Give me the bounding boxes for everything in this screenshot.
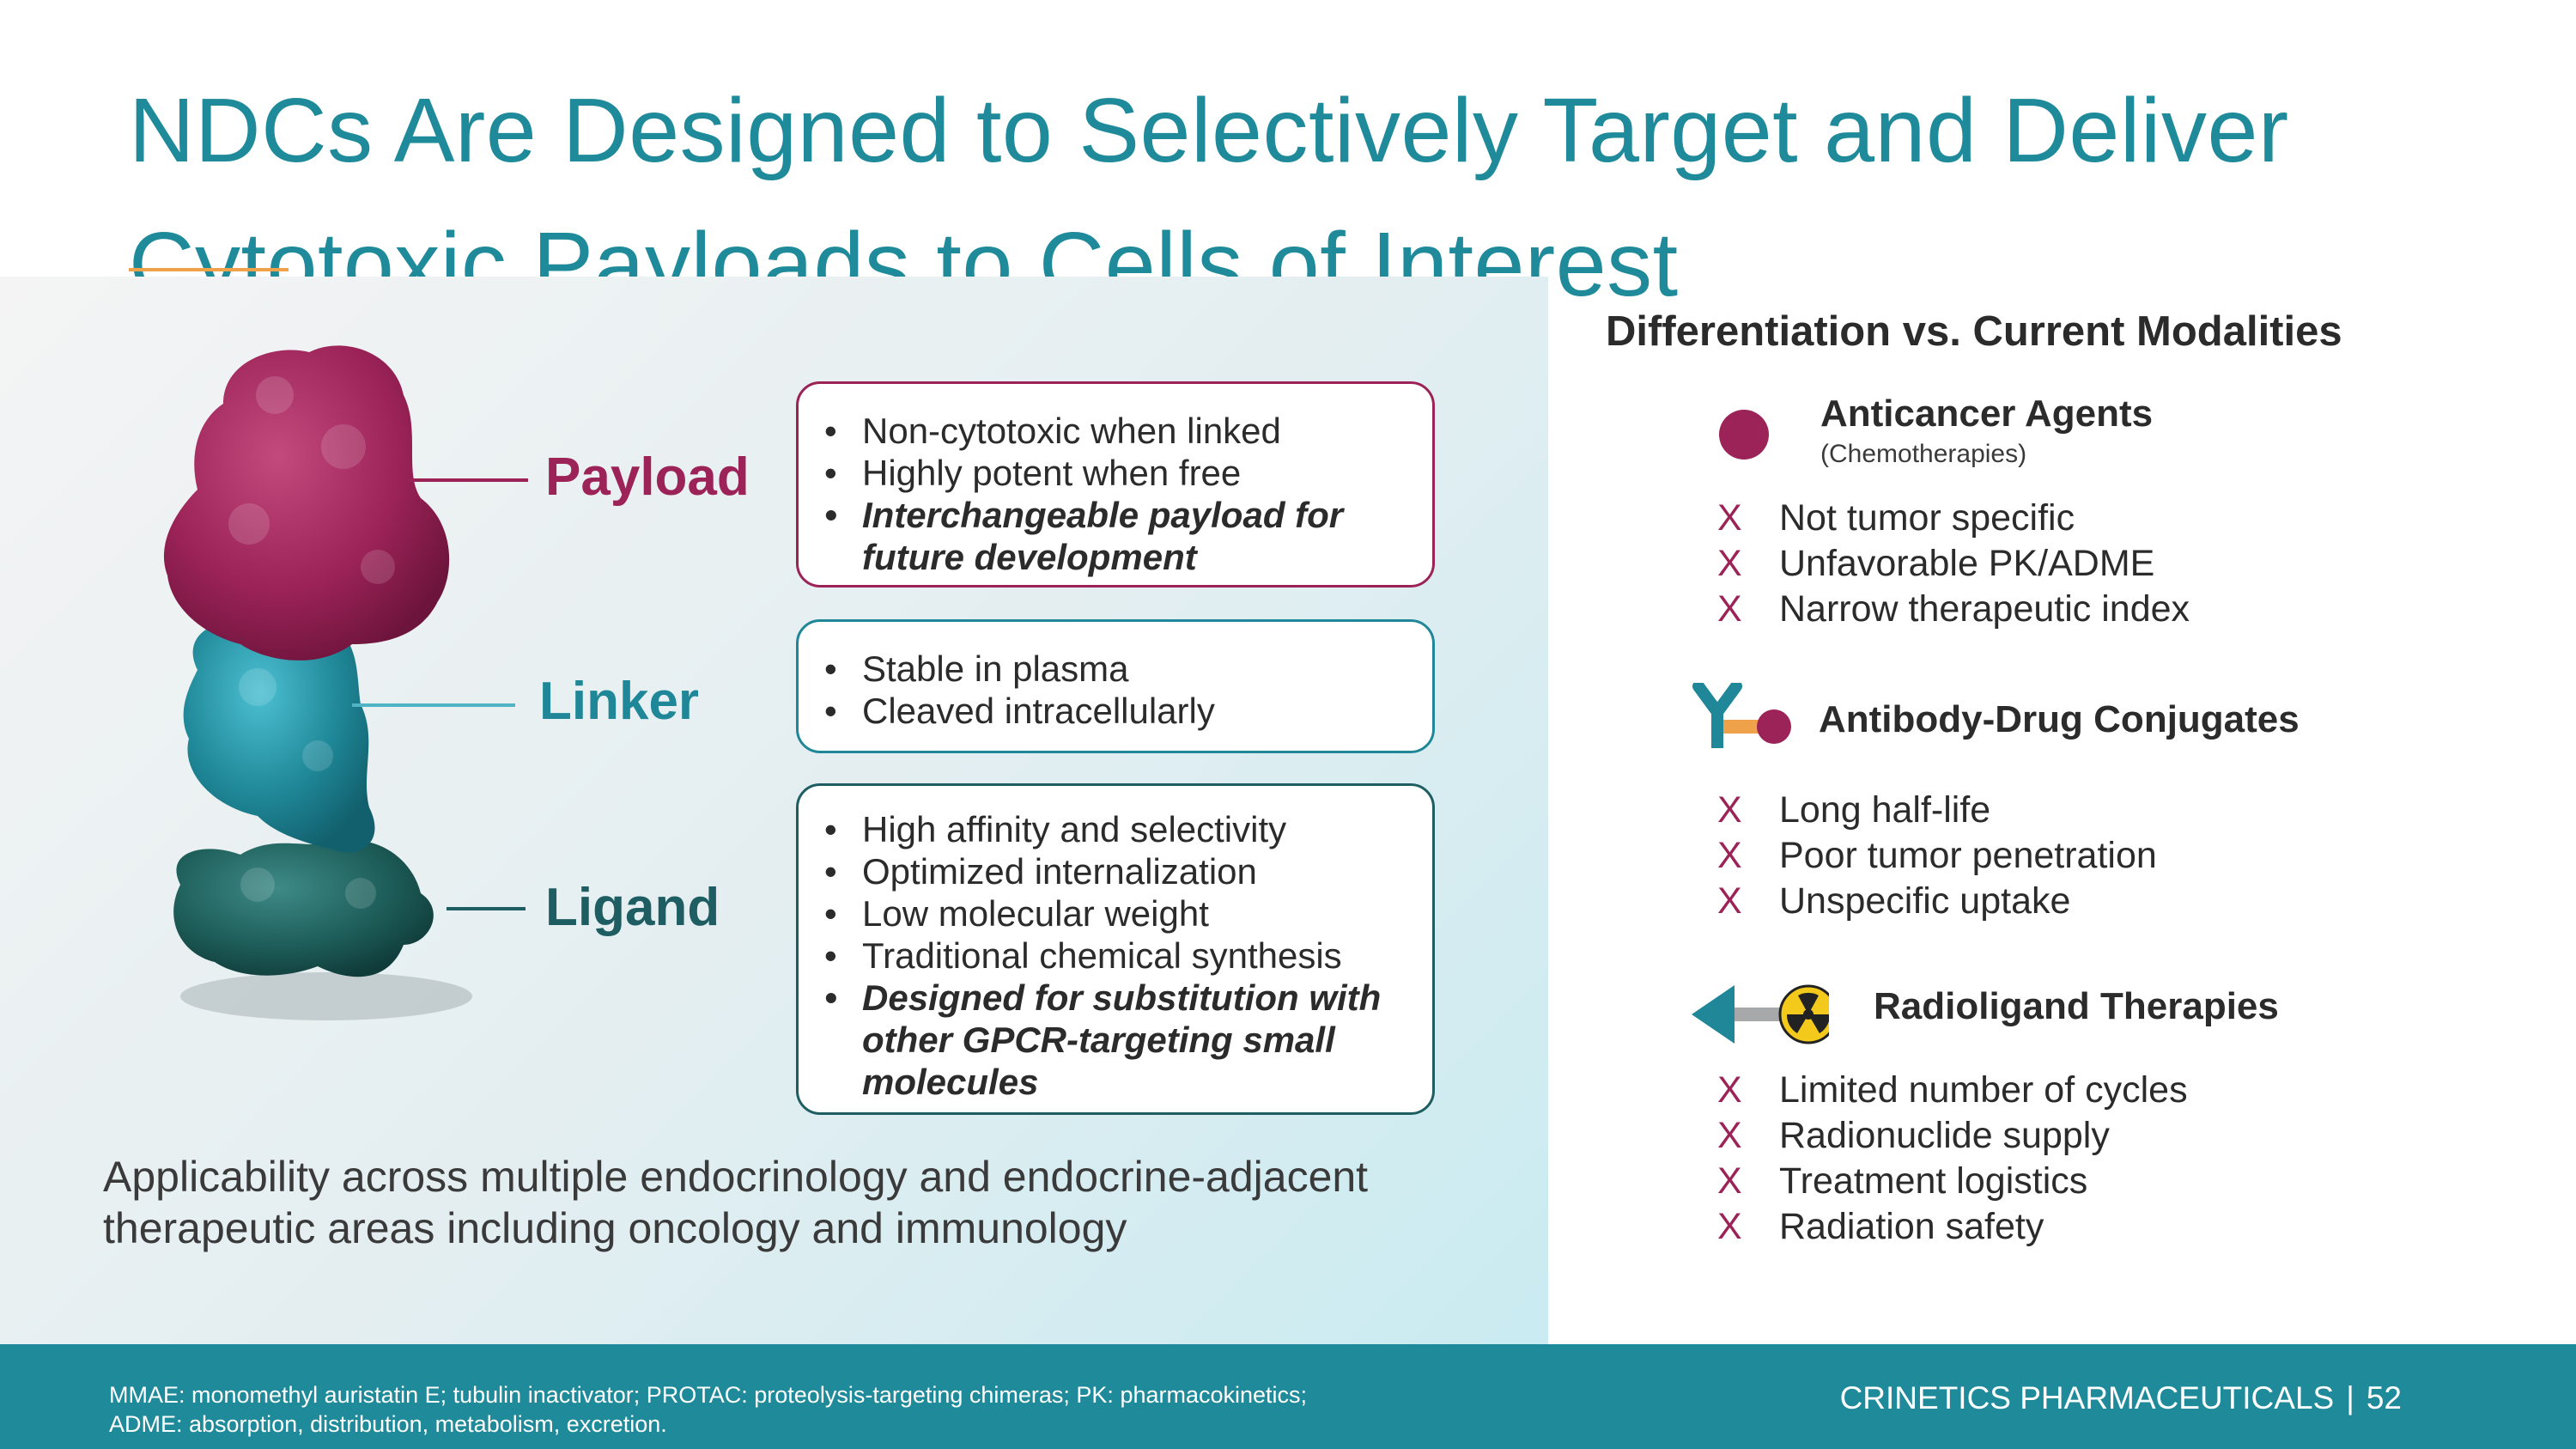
limitation-text: Radionuclide supply bbox=[1779, 1115, 2110, 1156]
bullet-item: High affinity and selectivity bbox=[819, 808, 1412, 850]
limitation-text: Poor tumor penetration bbox=[1779, 835, 2157, 876]
limitation-text: Limited number of cycles bbox=[1779, 1069, 2188, 1111]
title-accent-rule bbox=[129, 268, 289, 271]
bullet-item: Low molecular weight bbox=[819, 892, 1412, 935]
title-line-1: NDCs Are Designed to Selectively Target … bbox=[129, 80, 2289, 181]
limitation-item: X Unspecific uptake bbox=[1717, 879, 2157, 924]
ndc-molecule-illustration bbox=[163, 345, 472, 1020]
limitation-text: Unspecific uptake bbox=[1779, 880, 2071, 922]
radioligand-icon bbox=[1692, 984, 1829, 1044]
limitation-item: X Radiation safety bbox=[1717, 1204, 2188, 1250]
ligand-properties-box: High affinity and selectivity Optimized … bbox=[796, 783, 1435, 1115]
limitation-item: X Not tumor specific bbox=[1717, 496, 2190, 541]
x-mark-icon: X bbox=[1717, 1160, 1742, 1202]
limitation-text: Not tumor specific bbox=[1779, 497, 2075, 539]
x-mark-icon: X bbox=[1717, 835, 1742, 876]
x-mark-icon: X bbox=[1717, 789, 1742, 831]
limitation-item: X Radionuclide supply bbox=[1717, 1113, 2188, 1159]
linker-label: Linker bbox=[539, 672, 700, 731]
limitation-text: Long half-life bbox=[1779, 789, 1991, 831]
differentiation-heading: Differentiation vs. Current Modalities bbox=[1606, 308, 2342, 355]
linker-properties-box: Stable in plasma Cleaved intracellularly bbox=[796, 619, 1435, 753]
x-mark-icon: X bbox=[1717, 880, 1742, 922]
modality-title: Antibody-Drug Conjugates bbox=[1819, 698, 2300, 740]
ligand-domain bbox=[173, 840, 434, 977]
molecule-shadow bbox=[180, 972, 472, 1020]
bullet-item: Cleaved intracellularly bbox=[819, 690, 1412, 732]
limitation-item: X Poor tumor penetration bbox=[1717, 833, 2157, 879]
limitation-text: Radiation safety bbox=[1779, 1206, 2044, 1247]
payload-domain bbox=[163, 345, 450, 661]
x-mark-icon: X bbox=[1717, 1115, 1742, 1156]
page-number: 52 bbox=[2366, 1380, 2402, 1416]
modality-antibody-drug-conjugates: Antibody-Drug Conjugates X Long half-life… bbox=[1692, 683, 2550, 932]
bullet-item: Optimized internalization bbox=[819, 850, 1412, 892]
bullet-item: Designed for substitution with other GPC… bbox=[819, 977, 1412, 1103]
payload-label: Payload bbox=[545, 447, 750, 507]
applicability-statement: Applicability across multiple endocrinol… bbox=[103, 1153, 1369, 1252]
limitation-text: Treatment logistics bbox=[1779, 1160, 2088, 1202]
x-mark-icon: X bbox=[1717, 588, 1742, 630]
modality-subtitle: (Chemotherapies) bbox=[1820, 440, 2027, 468]
limitation-text: Narrow therapeutic index bbox=[1779, 588, 2190, 630]
modality-title: Anticancer Agents bbox=[1820, 393, 2154, 435]
bullet-item: Highly potent when free bbox=[819, 452, 1412, 494]
footnote-line-1: MMAE: monomethyl auristatin E; tubulin i… bbox=[109, 1382, 1308, 1408]
footnote-line-2: ADME: absorption, distribution, metaboli… bbox=[109, 1411, 667, 1437]
antibody-conjugate-icon bbox=[1692, 683, 1791, 748]
magenta-circle-icon bbox=[1719, 410, 1769, 460]
footer-company-page: CRINETICS PHARMACEUTICALS | 52 bbox=[1840, 1380, 2402, 1416]
modality-title: Radioligand Therapies bbox=[1874, 985, 2279, 1027]
ligand-label: Ligand bbox=[545, 878, 720, 937]
payload-connector-line bbox=[408, 478, 528, 482]
limitation-text: Unfavorable PK/ADME bbox=[1779, 543, 2155, 584]
bullet-item: Non-cytotoxic when linked bbox=[819, 410, 1412, 452]
bullet-item: Interchangeable payload for future devel… bbox=[819, 494, 1412, 578]
abbreviations-footnote: MMAE: monomethyl auristatin E; tubulin i… bbox=[109, 1380, 1655, 1439]
x-mark-icon: X bbox=[1717, 543, 1742, 584]
x-mark-icon: X bbox=[1717, 1206, 1742, 1247]
x-mark-icon: X bbox=[1717, 497, 1742, 539]
footer-bar: MMAE: monomethyl auristatin E; tubulin i… bbox=[0, 1344, 2576, 1449]
x-mark-icon: X bbox=[1717, 1069, 1742, 1111]
company-name: CRINETICS PHARMACEUTICALS bbox=[1839, 1380, 2335, 1416]
limitations-list: X Limited number of cycles X Radionuclide … bbox=[1717, 1068, 2188, 1250]
limitation-item: X Unfavorable PK/ADME bbox=[1717, 541, 2190, 587]
limitation-item: X Long half-life bbox=[1717, 788, 2157, 833]
modality-anticancer-agents: Anticancer Agents (Chemotherapies) X Not … bbox=[1692, 391, 2550, 640]
footer-separator: | bbox=[2346, 1380, 2354, 1416]
bullet-item: Stable in plasma bbox=[819, 648, 1412, 690]
bullet-item: Traditional chemical synthesis bbox=[819, 935, 1412, 977]
limitation-item: X Treatment logistics bbox=[1717, 1159, 2188, 1204]
limitation-item: X Limited number of cycles bbox=[1717, 1068, 2188, 1113]
linker-domain bbox=[183, 606, 375, 853]
limitation-item: X Narrow therapeutic index bbox=[1717, 587, 2190, 632]
ligand-connector-line bbox=[447, 907, 526, 910]
slide-title: NDCs Are Designed to Selectively Target … bbox=[129, 64, 2499, 332]
modality-radioligand-therapies: Radioligand Therapies X Limited number of… bbox=[1692, 975, 2550, 1267]
limitations-list: X Not tumor specific X Unfavorable PK/ADME… bbox=[1717, 496, 2190, 632]
payload-properties-box: Non-cytotoxic when linked Highly potent … bbox=[796, 381, 1435, 588]
linker-connector-line bbox=[352, 703, 515, 707]
